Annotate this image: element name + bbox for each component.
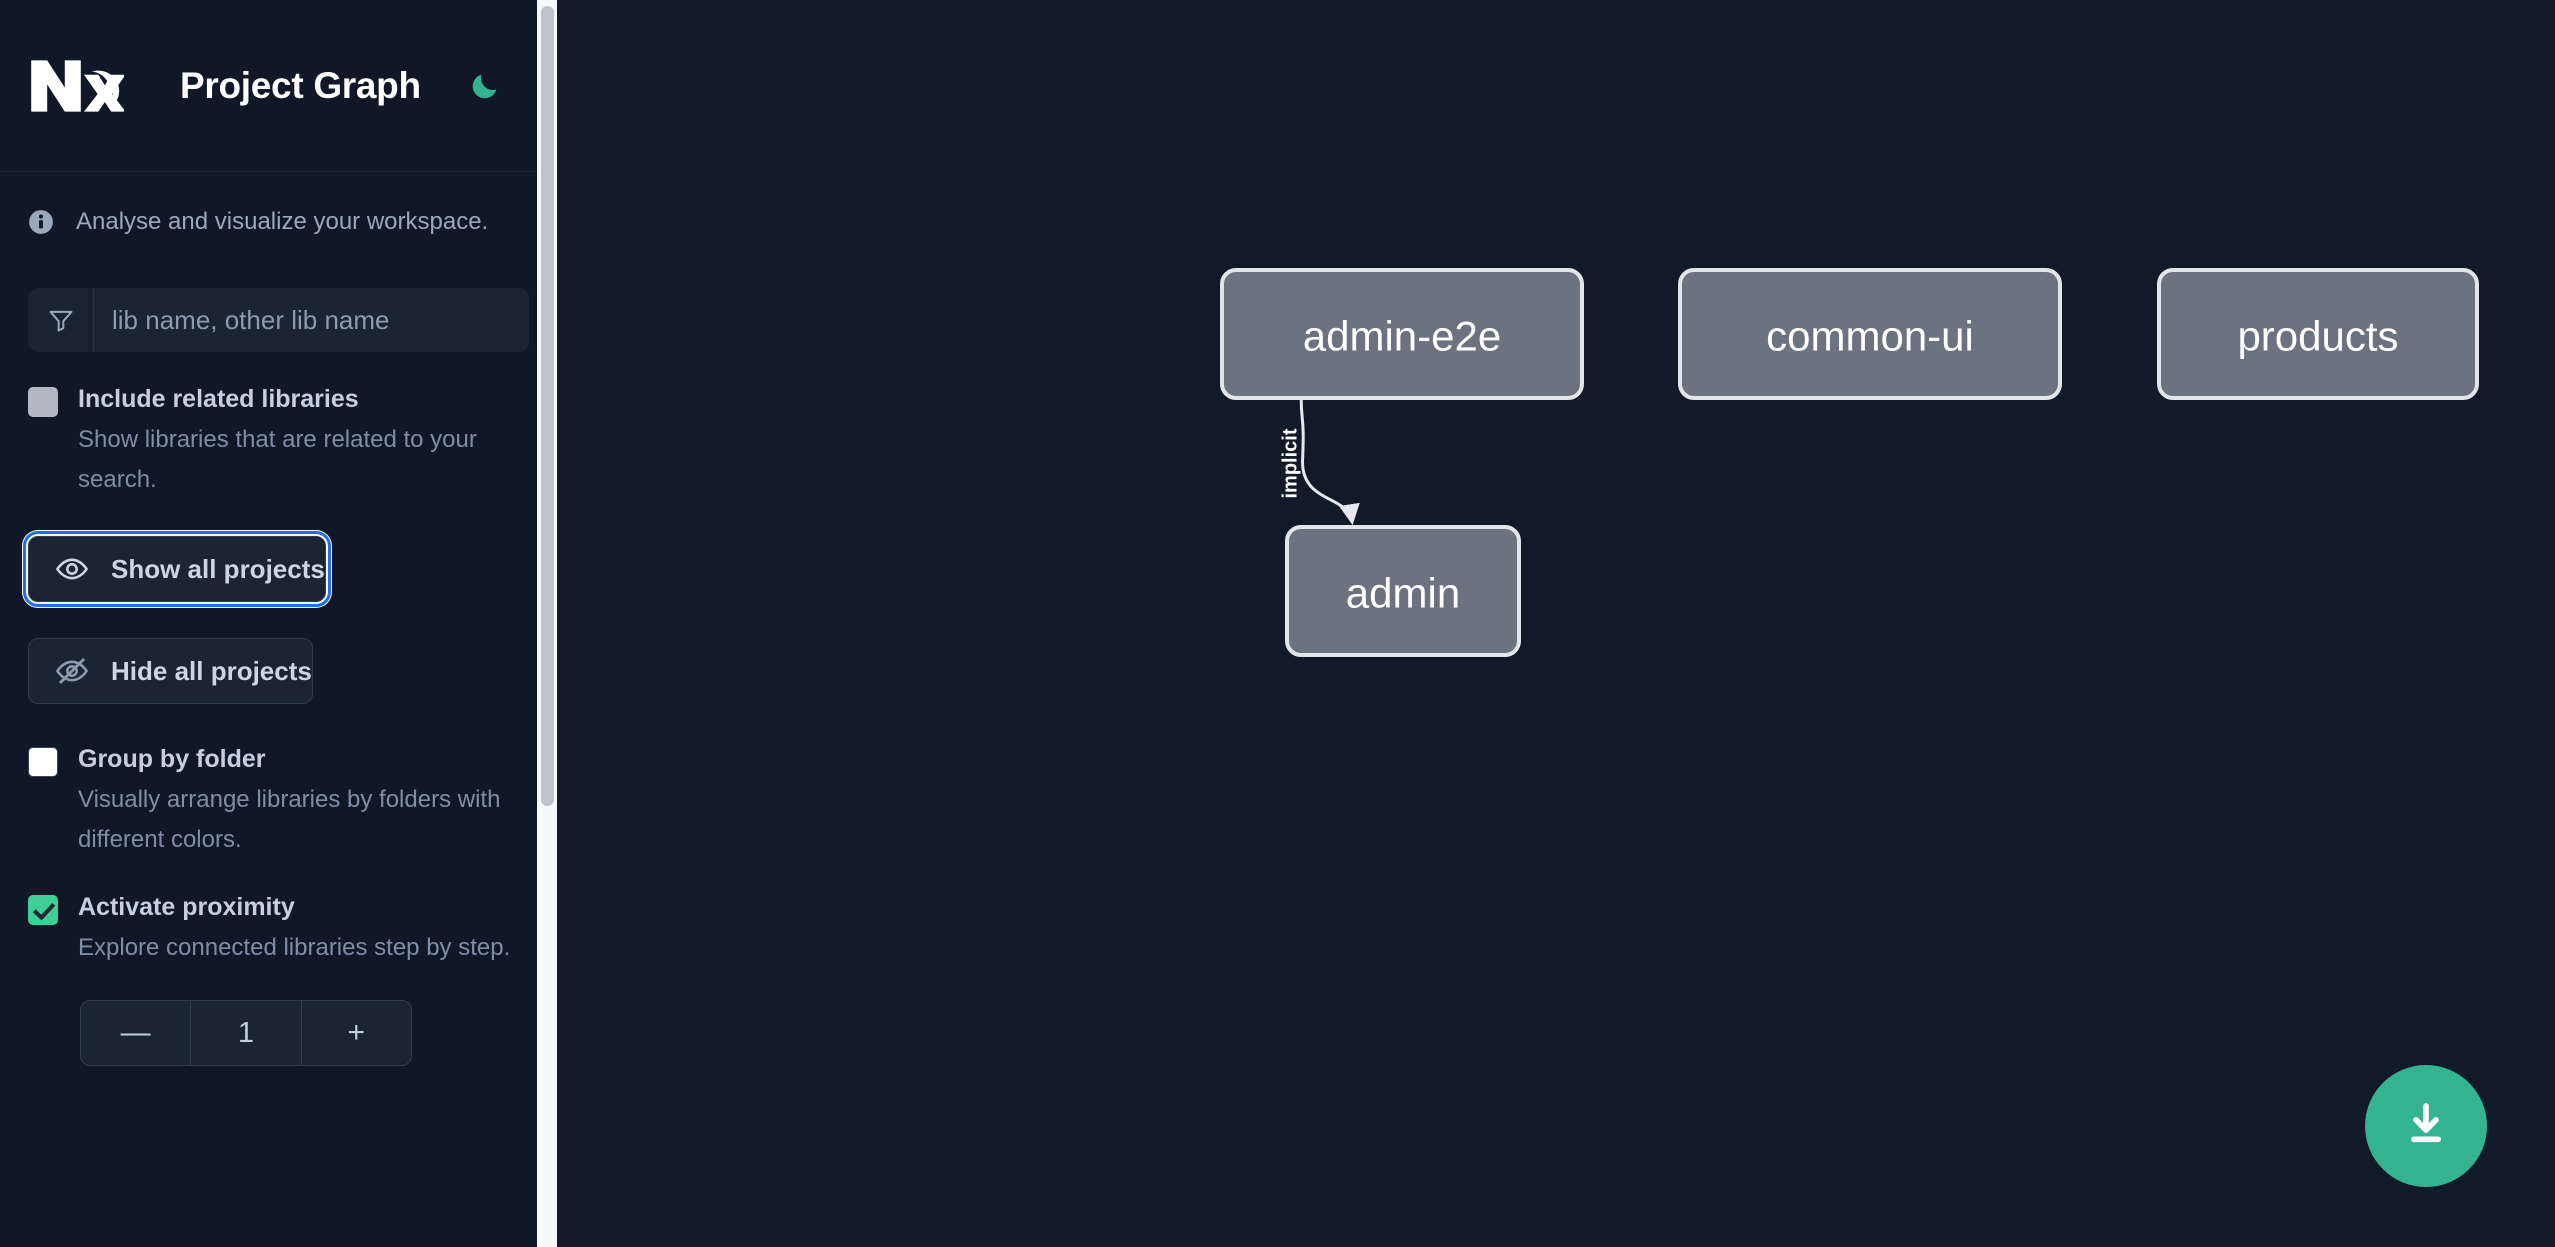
sidebar: Project Graph Analyse and visualize your… [0, 0, 557, 1247]
graph-node[interactable]: common-ui [1678, 268, 2062, 400]
eye-off-icon [55, 654, 89, 688]
funnel-icon [28, 288, 94, 352]
option-description: Explore connected libraries step by step… [78, 934, 511, 961]
graph-canvas[interactable]: implicitimplicit admin-e2e common-ui produ… [557, 0, 2555, 1247]
graph-edge-path [1299, 397, 1360, 526]
proximity-increment-button[interactable]: + [302, 1001, 411, 1065]
graph-node[interactable]: products [2157, 268, 2479, 400]
graph-node-label: products [2237, 313, 2398, 360]
option-label: Include related libraries [78, 385, 359, 413]
show-all-projects-button[interactable]: Show all projects [23, 531, 331, 607]
option-label: Group by folder [78, 745, 266, 773]
option-activate-proximity[interactable]: Activate proximity Explore connected lib… [0, 890, 557, 968]
search-input[interactable] [94, 288, 529, 352]
graph-edges: implicitimplicit [1280, 397, 1360, 526]
graph-node-box[interactable] [1285, 525, 1521, 657]
graph-node-box[interactable] [1678, 268, 2062, 400]
show-all-projects-label: Show all projects [111, 553, 325, 584]
hide-all-projects-label: Hide all projects [111, 655, 312, 686]
sidebar-scrollbar-thumb[interactable] [541, 6, 554, 806]
checkbox-include-related-libraries[interactable] [28, 387, 58, 417]
graph-node-label: common-ui [1766, 313, 1974, 360]
graph-nodes: admin-e2ecommon-uiproductsstore-e2eadmin… [1220, 268, 2479, 657]
option-group-by-folder[interactable]: Group by folder Visually arrange librari… [0, 742, 557, 860]
checkbox-group-by-folder[interactable] [28, 747, 58, 777]
graph-node-box[interactable] [1220, 268, 1584, 400]
checkbox-activate-proximity[interactable] [28, 895, 58, 925]
moon-icon[interactable] [463, 64, 507, 108]
download-graph-button[interactable] [2365, 1065, 2487, 1187]
graph-node-label: admin [1346, 570, 1460, 617]
graph-node-label: admin-e2e [1303, 313, 1501, 360]
graph-edge-label: implicit [1280, 428, 1302, 498]
filter-search-box [28, 288, 529, 352]
proximity-stepper: — 1 + [80, 1000, 412, 1066]
option-description: Visually arrange libraries by folders wi… [78, 786, 501, 853]
info-circle-icon [28, 209, 54, 235]
graph-node[interactable]: admin-e2e [1220, 268, 1584, 400]
proximity-value: 1 [191, 1001, 302, 1065]
workspace-info-text: Analyse and visualize your workspace. [76, 208, 489, 235]
sidebar-header: Project Graph [0, 0, 557, 172]
option-description: Show libraries that are related to your … [78, 426, 477, 493]
graph-node-box[interactable] [2157, 268, 2479, 400]
option-include-related-libraries[interactable]: Include related libraries Show libraries… [0, 382, 557, 500]
nx-logo-icon [28, 53, 126, 119]
graph-edge: implicit [1280, 397, 1360, 526]
sidebar-scrollbar[interactable] [537, 0, 557, 1247]
workspace-info: Analyse and visualize your workspace. [0, 172, 557, 272]
page-title: Project Graph [180, 64, 421, 106]
eye-icon [55, 552, 89, 586]
proximity-decrement-button[interactable]: — [81, 1001, 192, 1065]
download-icon [2400, 1099, 2452, 1154]
option-label: Activate proximity [78, 893, 295, 921]
project-graph-svg: implicitimplicit admin-e2e common-ui produ… [1220, 268, 2479, 657]
hide-all-projects-button[interactable]: Hide all projects [28, 638, 313, 704]
graph-node[interactable]: admin [1285, 525, 1521, 657]
